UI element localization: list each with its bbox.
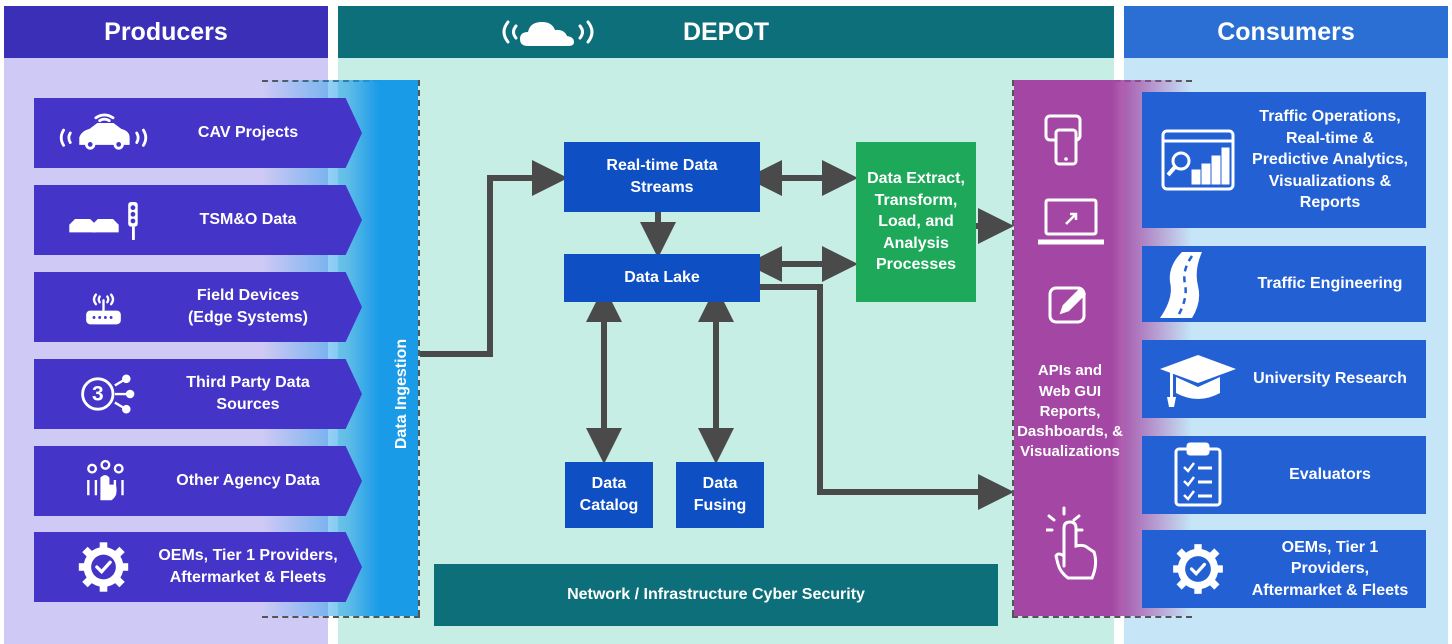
svg-text:3: 3 <box>92 383 104 406</box>
producer-item-cav[interactable]: CAV Projects <box>34 98 362 168</box>
consumers-header: Consumers <box>1124 6 1448 58</box>
connected-car-icon <box>56 98 151 168</box>
etl-box[interactable]: Data Extract, Transform, Load, and Analy… <box>856 142 976 302</box>
producer-item-third-party[interactable]: 3 Third Party Data Sources <box>34 359 362 429</box>
producer-item-field-devices[interactable]: Field Devices (Edge Systems) <box>34 272 362 342</box>
data-lake-box[interactable]: Data Lake <box>564 254 760 302</box>
producer-item-oems[interactable]: OEMs, Tier 1 Providers, Aftermarket & Fl… <box>34 532 362 602</box>
cloud-wireless-icon <box>494 12 602 52</box>
cyber-security-bar[interactable]: Network / Infrastructure Cyber Security <box>434 564 998 626</box>
producer-label: Field Devices (Edge Systems) <box>187 287 309 326</box>
consumer-item-traffic-engineering[interactable]: Traffic Engineering <box>1142 246 1426 322</box>
consumer-label: Traffic Operations, Real-time & Predicti… <box>1252 108 1408 212</box>
consumer-label: Traffic Engineering <box>1257 275 1403 293</box>
touch-icon <box>1044 506 1102 586</box>
arrow-ingestion-to-realtime <box>420 160 568 357</box>
data-fusing-box[interactable]: Data Fusing <box>676 462 764 528</box>
realtime-data-streams-box[interactable]: Real-time Data Streams <box>564 142 760 212</box>
consumer-label: OEMs, Tier 1 Providers, Aftermarket & Fl… <box>1251 538 1409 599</box>
traffic-light-cars-icon <box>56 185 151 255</box>
people-touch-icon <box>56 446 151 516</box>
consumer-item-traffic-ops[interactable]: Traffic Operations, Real-time & Predicti… <box>1142 92 1426 228</box>
mobile-device-icon <box>1042 112 1088 168</box>
dashed-line-bottom-right <box>1012 616 1192 618</box>
apis-label: APIs and Web GUI Reports, Dashboards, & … <box>1017 362 1123 461</box>
producer-label: Other Agency Data <box>176 472 320 490</box>
producer-label: OEMs, Tier 1 Providers, Aftermarket & Fl… <box>158 547 338 586</box>
producer-label: Third Party Data Sources <box>186 374 310 413</box>
arrow-lake-to-apis <box>760 284 1014 510</box>
consumer-label: Evaluators <box>1289 466 1371 484</box>
depot-header: DEPOT <box>338 6 1114 58</box>
data-catalog-box[interactable]: Data Catalog <box>565 462 653 528</box>
graduation-cap-icon <box>1152 340 1244 418</box>
consumer-item-oems[interactable]: OEMs, Tier 1 Providers, Aftermarket & Fl… <box>1142 530 1426 608</box>
producer-item-tsmo[interactable]: TSM&O Data <box>34 185 362 255</box>
consumer-label: University Research <box>1253 370 1407 388</box>
producers-header: Producers <box>4 6 328 58</box>
consumers-title: Consumers <box>1217 17 1355 46</box>
consumer-item-evaluators[interactable]: Evaluators <box>1142 436 1426 514</box>
third-party-3-icon: 3 <box>56 359 151 429</box>
gear-check-icon <box>1152 530 1244 608</box>
clipboard-checklist-icon <box>1152 436 1244 514</box>
producer-label: TSM&O Data <box>199 211 297 229</box>
gear-check-icon <box>56 532 151 602</box>
producer-item-other-agency[interactable]: Other Agency Data <box>34 446 362 516</box>
road-icon <box>1152 246 1244 322</box>
producer-label: CAV Projects <box>197 124 299 142</box>
edit-icon <box>1046 282 1092 328</box>
router-wireless-icon <box>56 272 151 342</box>
consumer-item-university-research[interactable]: University Research <box>1142 340 1426 418</box>
analytics-chart-icon <box>1152 92 1244 228</box>
dashed-line-bottom-left <box>262 616 420 618</box>
producers-title: Producers <box>104 17 228 46</box>
depot-title: DEPOT <box>682 17 770 46</box>
data-ingestion-band: Data Ingestion <box>262 80 420 616</box>
laptop-icon <box>1036 196 1106 248</box>
